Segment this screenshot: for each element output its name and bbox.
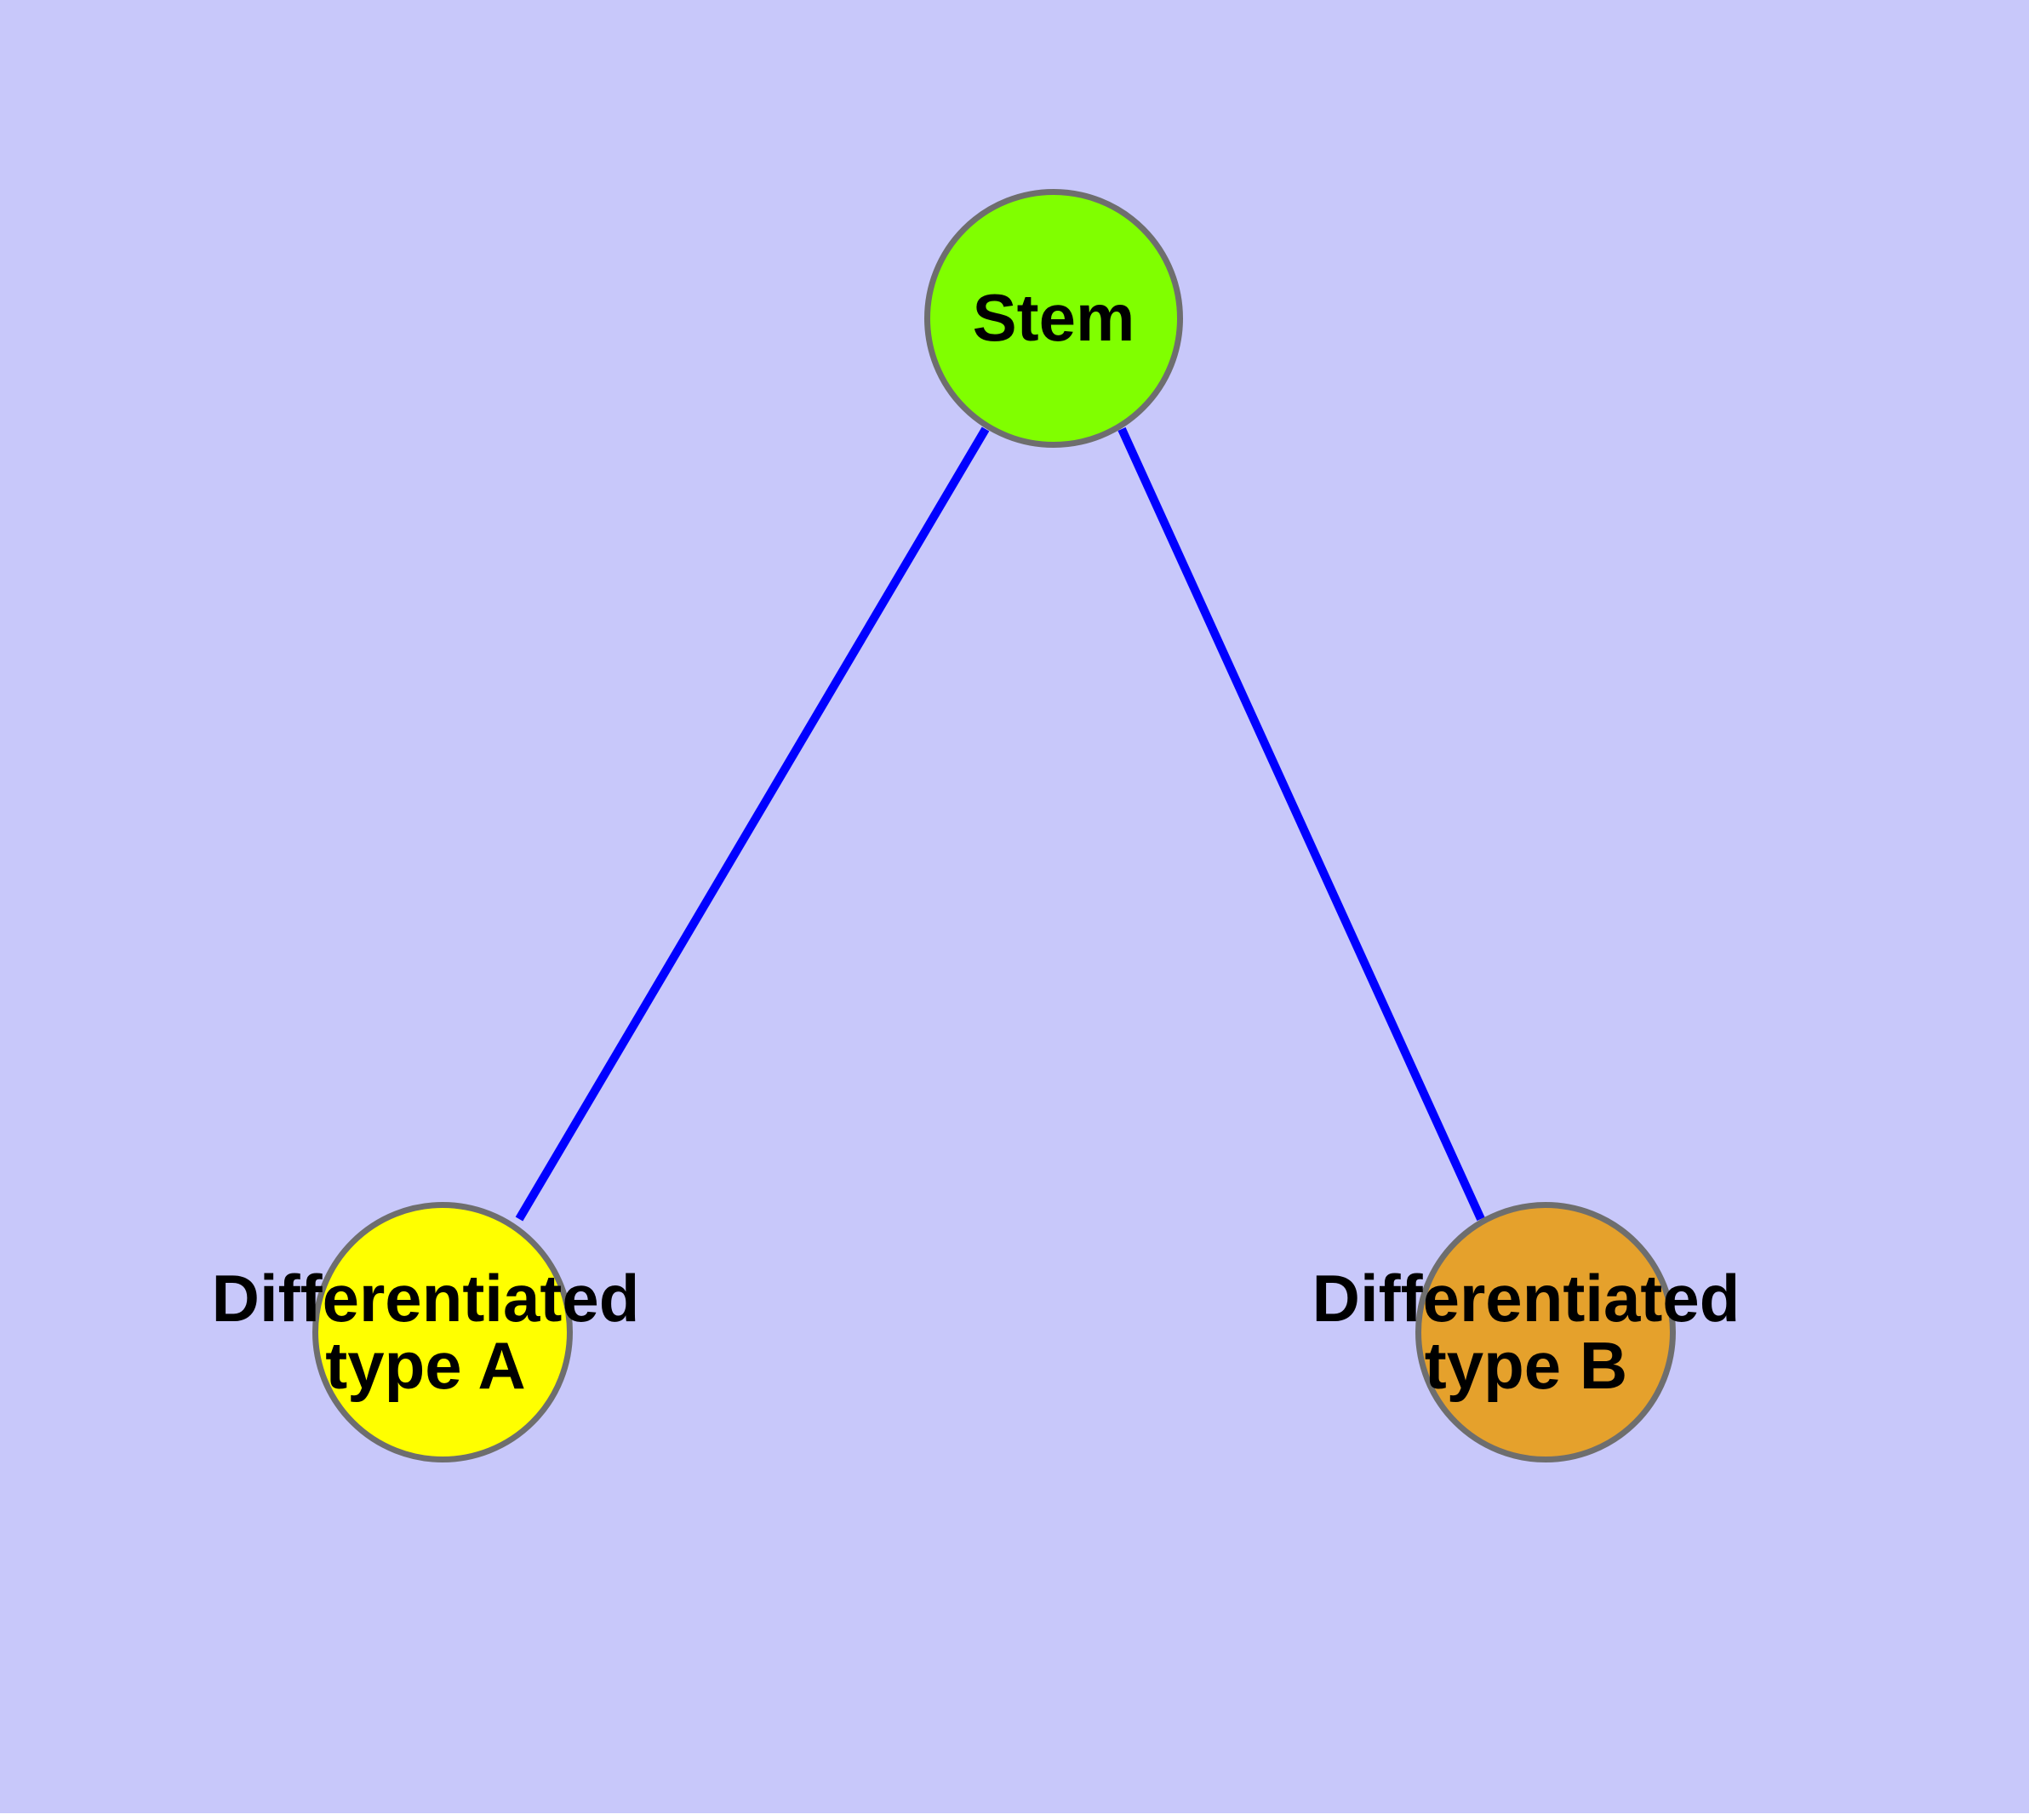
node-stem[interactable] <box>924 189 1183 448</box>
node-differentiated-type-a[interactable] <box>312 1202 573 1462</box>
edge-stem-to-differentiated-type-b <box>1117 426 1485 1222</box>
edge-stem-to-differentiated-type-a <box>515 426 990 1222</box>
edge-layer <box>515 426 1485 1222</box>
node-layer <box>312 189 1676 1462</box>
node-differentiated-type-b[interactable] <box>1415 1202 1676 1462</box>
